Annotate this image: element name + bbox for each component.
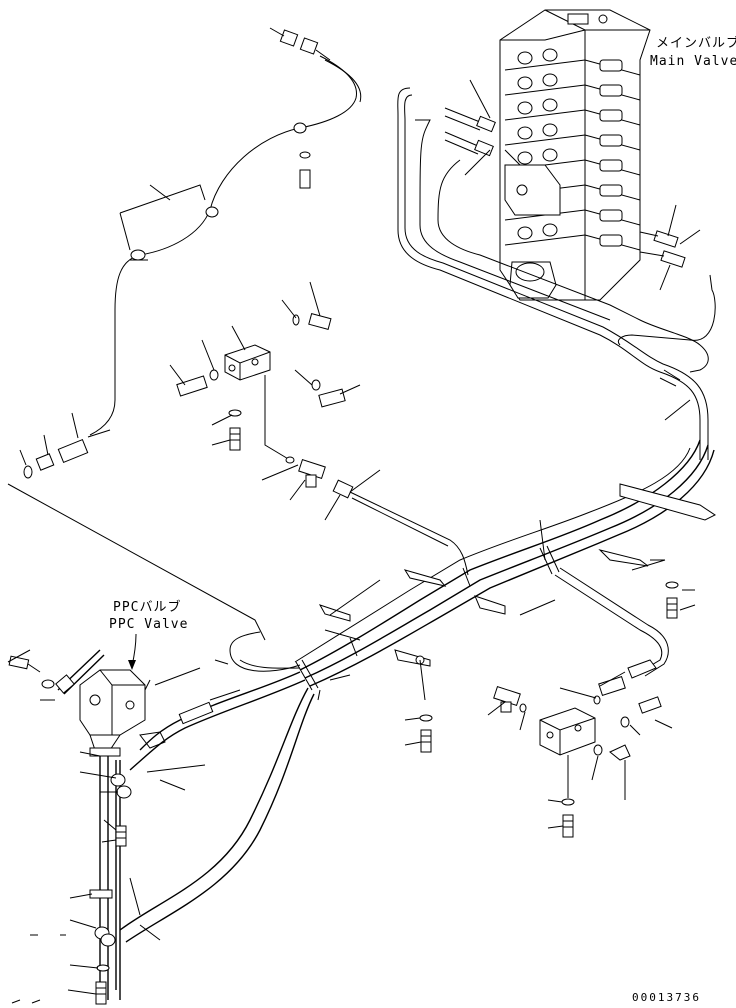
ppc-valve-pointer-arrow xyxy=(128,633,137,670)
main-valve xyxy=(499,9,651,301)
ppc-valve xyxy=(79,669,166,751)
ppc-left-fittings xyxy=(7,649,105,701)
upper-junction-block xyxy=(169,281,361,461)
main-valve-label-jp: メインバルブ xyxy=(656,36,736,51)
lower-left-leaders xyxy=(11,751,161,1004)
main-valve-hose-fittings-top xyxy=(444,79,521,176)
right-bracket-bolt xyxy=(631,559,696,619)
right-branch-line xyxy=(554,567,669,679)
left-hose-end-fitting xyxy=(7,412,266,641)
main-valve-label-en: Main Valve xyxy=(650,54,736,69)
drawing-number: 00013736 xyxy=(632,991,701,1004)
main-valve-hose-fittings-right xyxy=(639,204,701,291)
left-upper-hose xyxy=(89,27,362,436)
bundle-leaders xyxy=(317,399,691,701)
mid-tee-fitting xyxy=(261,456,469,576)
ppc-valve-label-jp: PPCバルブ xyxy=(113,600,182,615)
ppc-vertical-lines xyxy=(89,747,132,1005)
center-bracket-bolts xyxy=(404,659,433,753)
ppc-valve-label-en: PPC Valve xyxy=(109,617,189,632)
ppc-right-fittings xyxy=(144,659,241,791)
lower-right-junction-block xyxy=(487,671,673,838)
bundle-brackets xyxy=(318,483,716,667)
